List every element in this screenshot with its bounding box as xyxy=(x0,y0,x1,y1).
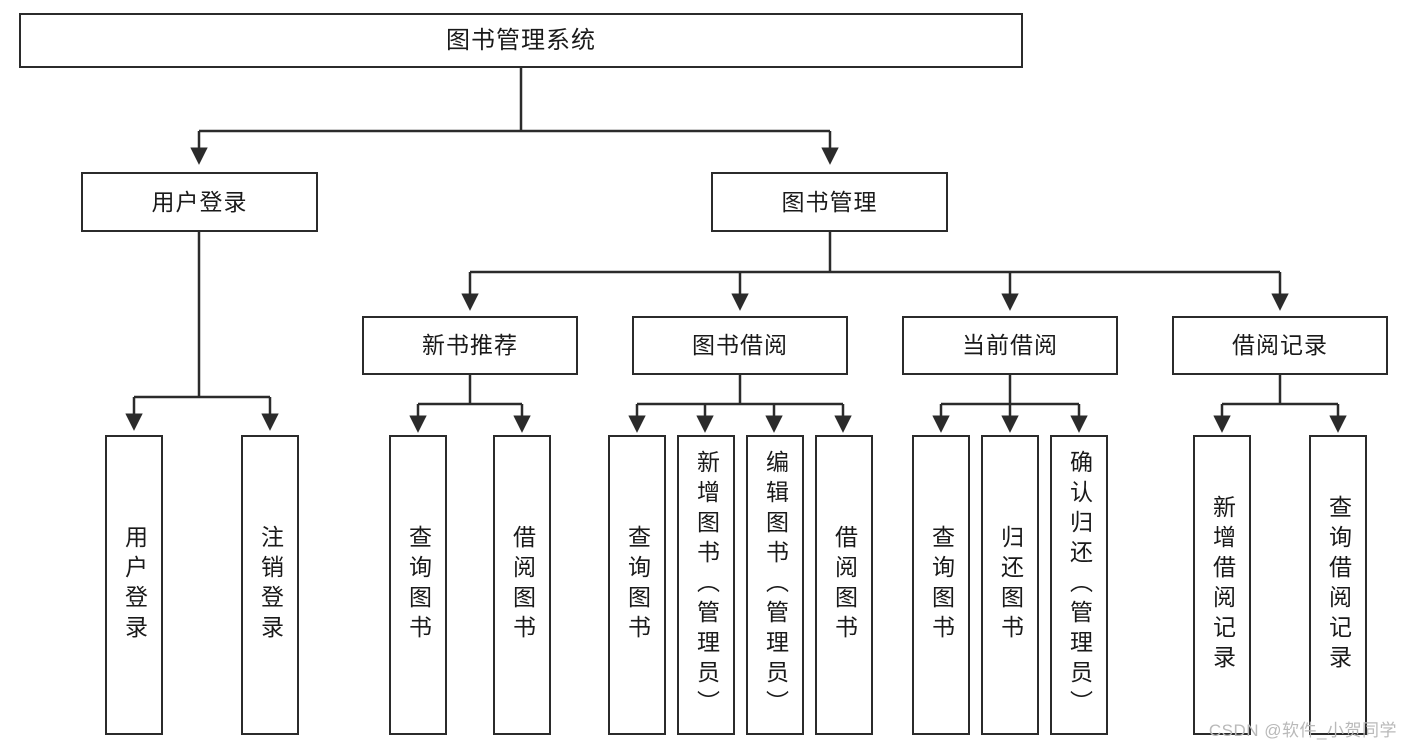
node-label: 当前借阅 xyxy=(962,332,1058,358)
leaf-label: 用户登录 xyxy=(121,525,148,645)
node-current-borrow[interactable]: 当前借阅 xyxy=(902,316,1118,375)
watermark-text: CSDN @软件_小贺同学 xyxy=(1208,721,1397,740)
leaf-confirm-return[interactable]: 确认归还（管理员） xyxy=(1050,435,1108,735)
leaf-label: 借阅图书 xyxy=(831,525,858,645)
node-new-book-recommend[interactable]: 新书推荐 xyxy=(362,316,578,375)
leaf-label: 查询借阅记录 xyxy=(1325,495,1352,675)
leaf-label: 查询图书 xyxy=(624,525,651,645)
node-borrow-record[interactable]: 借阅记录 xyxy=(1172,316,1388,375)
node-label: 图书借阅 xyxy=(692,332,788,358)
leaf-query-borrow-record[interactable]: 查询借阅记录 xyxy=(1309,435,1367,735)
leaf-query-book-current[interactable]: 查询图书 xyxy=(912,435,970,735)
leaf-label: 借阅图书 xyxy=(509,525,536,645)
leaf-user-logout[interactable]: 注销登录 xyxy=(241,435,299,735)
leaf-add-borrow-record[interactable]: 新增借阅记录 xyxy=(1193,435,1251,735)
node-book-management[interactable]: 图书管理 xyxy=(711,172,948,232)
node-label: 借阅记录 xyxy=(1232,332,1328,358)
leaf-return-book[interactable]: 归还图书 xyxy=(981,435,1039,735)
node-label: 图书管理系统 xyxy=(446,26,596,54)
leaf-label: 查询图书 xyxy=(928,525,955,645)
leaf-label: 新增借阅记录 xyxy=(1209,495,1236,675)
leaf-query-book-borrow[interactable]: 查询图书 xyxy=(608,435,666,735)
leaf-user-login[interactable]: 用户登录 xyxy=(105,435,163,735)
leaf-borrow-book[interactable]: 借阅图书 xyxy=(815,435,873,735)
node-label: 新书推荐 xyxy=(422,332,518,358)
leaf-label: 新增图书（管理员） xyxy=(693,450,720,720)
leaf-query-book-recommend[interactable]: 查询图书 xyxy=(389,435,447,735)
leaf-label: 注销登录 xyxy=(257,525,284,645)
node-label: 图书管理 xyxy=(781,188,878,215)
node-book-borrow[interactable]: 图书借阅 xyxy=(632,316,848,375)
leaf-label: 确认归还（管理员） xyxy=(1066,450,1093,720)
leaf-borrow-book-recommend[interactable]: 借阅图书 xyxy=(493,435,551,735)
node-label: 用户登录 xyxy=(151,188,248,215)
leaf-edit-book[interactable]: 编辑图书（管理员） xyxy=(746,435,804,735)
leaf-add-book[interactable]: 新增图书（管理员） xyxy=(677,435,735,735)
node-root-book-management-system[interactable]: 图书管理系统 xyxy=(19,13,1023,68)
leaf-label: 查询图书 xyxy=(405,525,432,645)
leaf-label: 归还图书 xyxy=(997,525,1024,645)
node-user-login[interactable]: 用户登录 xyxy=(81,172,318,232)
leaf-label: 编辑图书（管理员） xyxy=(762,450,789,720)
